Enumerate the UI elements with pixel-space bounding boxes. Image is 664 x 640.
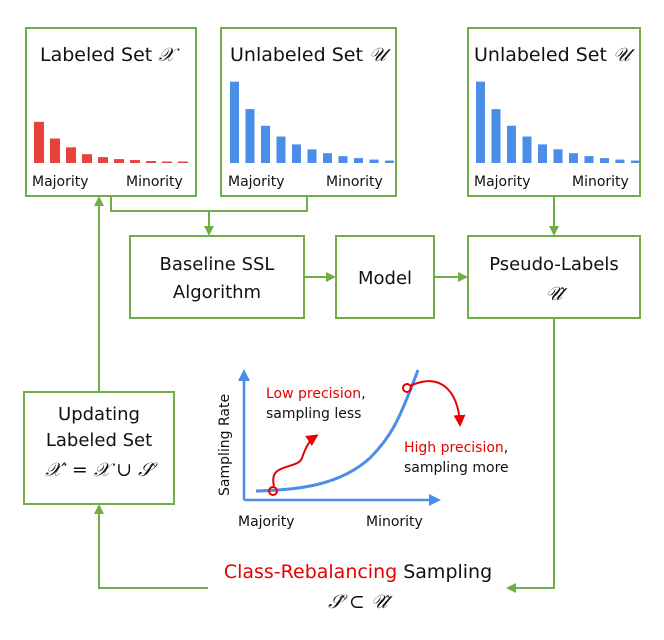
class-rebalancing-formula: 𝒮̂ ⊂ 𝒰̂ <box>328 591 393 613</box>
unlabeled-set-1-bar <box>385 160 394 163</box>
unlabeled-set-1-symbol: 𝒰 <box>369 44 391 66</box>
high-point-marker <box>402 383 412 393</box>
unlabeled-set-2-symbol: 𝒰 <box>613 44 635 66</box>
low-precision-rest: , <box>361 386 365 402</box>
chart-y-label: Sampling Rate <box>217 394 233 496</box>
labeled-set-histogram <box>34 121 188 163</box>
low-precision-arrow <box>272 434 319 487</box>
low-precision-red: Low precision <box>266 386 361 402</box>
svg-text:Low precision,: Low precision, <box>266 386 366 402</box>
class-rebalancing-rest: Sampling <box>397 561 492 583</box>
high-precision-rest: , <box>504 440 508 456</box>
unlabeled-set-2-bar <box>491 109 501 163</box>
high-precision-red: High precision <box>404 440 504 456</box>
labeled-set-bar <box>98 157 108 163</box>
high-precision-line2: sampling more <box>404 460 509 476</box>
labeled-set-bar <box>66 147 76 163</box>
unlabeled-set-2-bar <box>476 81 485 163</box>
unlabeled-set-2-bar <box>631 160 640 163</box>
model-box: Model <box>335 235 435 319</box>
pseudo-labels-line1: Pseudo-Labels <box>489 254 619 275</box>
unlabeled-set-2-bar <box>522 136 532 163</box>
labeled-set-box: Labeled Set 𝒳 Majority Minority <box>25 27 197 197</box>
unlabeled-set-1-histogram <box>230 81 394 163</box>
unlabeled-set-2-minority-label: Minority <box>572 174 629 190</box>
unlabeled-set-2-bar <box>600 158 609 163</box>
unlabeled-set-1-majority-label: Majority <box>228 174 285 190</box>
unlabeled-set-2-bar <box>507 125 516 163</box>
unlabeled-set-1-bar <box>261 125 270 163</box>
class-rebalancing-caption: Class-Rebalancing Sampling 𝒮̂ ⊂ 𝒰̂ <box>224 561 492 613</box>
unlabeled-set-1-bar <box>323 153 332 163</box>
chart-x-right-label: Minority <box>366 514 423 530</box>
unlabeled-set-1-minority-label: Minority <box>326 174 383 190</box>
labeled-set-bar <box>114 159 124 163</box>
svg-text:Unlabeled Set 𝒰: Unlabeled Set 𝒰 <box>230 44 391 66</box>
high-precision-arrow <box>409 380 466 427</box>
labeled-set-bar <box>82 154 92 163</box>
class-rebalancing-red: Class-Rebalancing <box>224 561 397 583</box>
unlabeled-set-1-bar <box>292 144 301 163</box>
baseline-ssl-box: Baseline SSL Algorithm <box>129 235 305 319</box>
unlabeled-set-1-bar <box>369 159 379 163</box>
unlabeled-set-2-bar <box>615 159 625 163</box>
labeled-set-minority-label: Minority <box>126 174 183 190</box>
updating-labeled-set-box: Updating Labeled Set 𝒳′ = 𝒳 ∪ 𝒮̂ <box>23 391 175 505</box>
svg-text:Class-Rebalancing Sampling: Class-Rebalancing Sampling <box>224 561 492 583</box>
unlabeled-set-2-bar <box>553 149 563 163</box>
baseline-line1: Baseline SSL <box>160 254 275 275</box>
svg-text:Unlabeled Set 𝒰: Unlabeled Set 𝒰 <box>474 44 635 66</box>
unlabeled-set-1-bar <box>354 158 363 163</box>
pseudo-labels-symbol: 𝒰̂ <box>545 283 567 305</box>
unlabeled-set-2-histogram <box>476 81 640 163</box>
unlabeled-set-1-bar <box>230 81 239 163</box>
unlabeled-set-2-title: Unlabeled Set <box>474 44 613 66</box>
unlabeled-set-1-bar <box>276 136 286 163</box>
model-label: Model <box>358 268 412 289</box>
arrow-sampling-to-updating <box>94 504 208 589</box>
labeled-set-bar <box>178 161 188 163</box>
unlabeled-set-box-2: Unlabeled Set 𝒰 Majority Minority <box>467 27 641 197</box>
connectors <box>94 196 559 593</box>
unlabeled-set-1-bar <box>245 109 255 163</box>
updating-formula: 𝒳′ = 𝒳 ∪ 𝒮̂ <box>45 459 158 481</box>
unlabeled-set-1-title: Unlabeled Set <box>230 44 369 66</box>
labeled-set-title: Labeled Set <box>40 44 158 66</box>
sampling-curve <box>255 369 420 493</box>
labeled-set-bar <box>34 121 44 163</box>
updating-line1: Updating <box>58 404 140 425</box>
unlabeled-set-1-bar <box>338 156 348 163</box>
unlabeled-set-1-bar <box>307 149 317 163</box>
chart-x-left-label: Majority <box>238 514 295 530</box>
unlabeled-set-2-majority-label: Majority <box>474 174 531 190</box>
unlabeled-set-box-1: Unlabeled Set 𝒰 Majority Minority <box>220 27 397 197</box>
svg-text:Labeled Set 𝒳: Labeled Set 𝒳 <box>40 44 180 66</box>
sampling-rate-chart: Sampling Rate Majority Minority Low prec… <box>217 369 509 530</box>
labeled-set-bar <box>50 138 60 163</box>
labeled-set-bar <box>130 160 140 163</box>
labeled-set-bar <box>162 161 172 163</box>
unlabeled-set-2-bar <box>584 156 594 163</box>
labeled-set-bar <box>146 161 156 163</box>
svg-text:High precision,: High precision, <box>404 440 508 456</box>
unlabeled-set-2-bar <box>538 144 547 163</box>
updating-line2: Labeled Set <box>46 430 152 451</box>
low-precision-line2: sampling less <box>266 406 361 422</box>
merge-connector <box>110 196 308 212</box>
arrow-pseudo-to-sampling <box>506 318 555 593</box>
baseline-line2: Algorithm <box>173 282 261 303</box>
low-point-marker <box>268 486 278 496</box>
unlabeled-set-2-bar <box>569 153 578 163</box>
pseudo-labels-box: Pseudo-Labels 𝒰̂ <box>467 235 641 319</box>
labeled-set-majority-label: Majority <box>32 174 89 190</box>
